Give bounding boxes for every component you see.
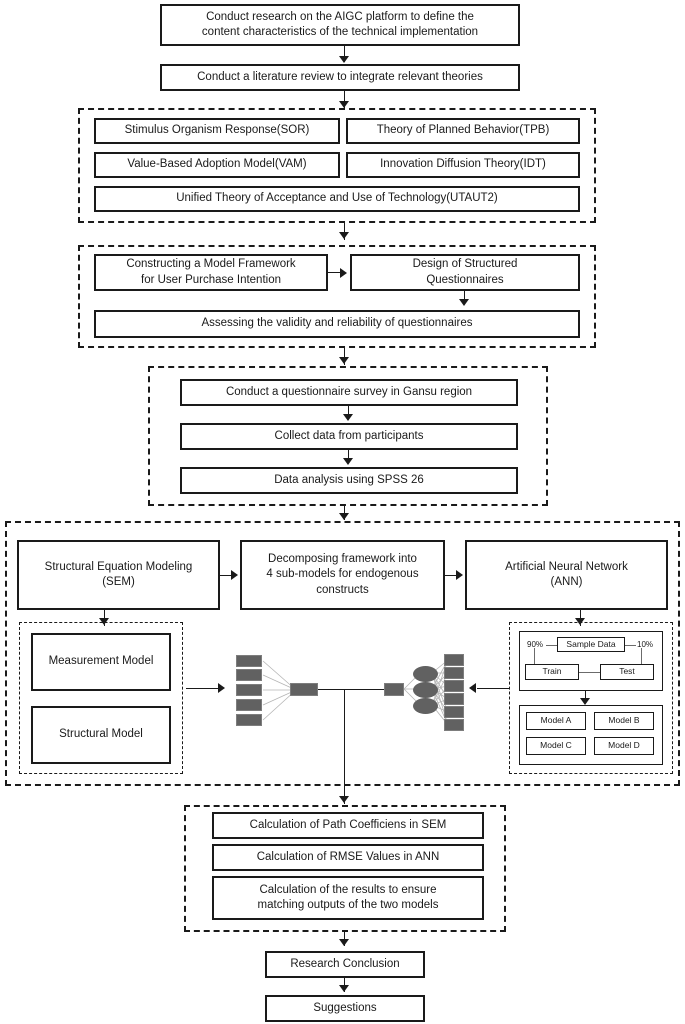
theory-idt: Innovation Diffusion Theory(IDT) [346, 152, 580, 178]
step-conduct-research: Conduct research on the AIGC platform to… [160, 4, 520, 46]
nn-right-output-node [444, 654, 464, 666]
connector-testpct-down [641, 648, 642, 664]
nn-right-output-node [444, 680, 464, 692]
box-test: Test [600, 664, 654, 680]
arrow-theories-design [339, 232, 349, 239]
connector-nn-left-to-junction [318, 689, 345, 690]
box-sem: Structural Equation Modeling (SEM) [17, 540, 220, 610]
arrow-ann-sample [575, 618, 585, 625]
nn-right-hidden-node [413, 682, 438, 698]
connector-theories-design [344, 223, 345, 240]
arrow-survey-analysis [339, 513, 349, 520]
connector-sample-models [585, 691, 586, 703]
theories-group [78, 108, 596, 223]
arrow-collect-analysis [343, 458, 353, 465]
box-research-conclusion: Research Conclusion [265, 951, 425, 978]
arrow-survey-collect [343, 414, 353, 421]
theory-sor: Stimulus Organism Response(SOR) [94, 118, 340, 144]
box-assess-validity: Assessing the validity and reliability o… [94, 310, 580, 338]
connector-step2-theories [344, 91, 345, 109]
ann-detail-group [509, 622, 673, 774]
box-sample-data: Sample Data [557, 637, 625, 652]
survey-group [148, 366, 548, 506]
arrow-sample-models [580, 698, 590, 705]
arrow-annsub-nn [469, 683, 476, 693]
box-path-coefficients: Calculation of Path Coefficiens in SEM [212, 812, 484, 839]
theory-utaut2: Unified Theory of Acceptance and Use of … [94, 186, 580, 212]
arrow-decompose-ann [456, 570, 463, 580]
connector-step1-step2 [344, 46, 345, 62]
results-group [184, 805, 506, 932]
nn-left-output-node [290, 683, 318, 696]
step-literature-review: Conduct a literature review to integrate… [160, 64, 520, 91]
nn-right-output-node [444, 693, 464, 705]
box-measurement-model: Measurement Model [31, 633, 171, 691]
nn-left-input-node [236, 655, 262, 667]
connector-semsub-nn [186, 688, 219, 689]
connector-junction-to-nn-right [344, 689, 384, 690]
nn-right-output-node [444, 667, 464, 679]
box-questionnaire-survey: Conduct a questionnaire survey in Gansu … [180, 379, 518, 406]
arrow-sem-submodels [99, 618, 109, 625]
label-train-percent: 90% [527, 640, 544, 649]
nn-right-output-node [444, 706, 464, 718]
box-suggestions: Suggestions [265, 995, 425, 1022]
connector-sem-decompose [220, 575, 232, 576]
arrow-step2-theories [339, 101, 349, 108]
connector-annsub-nn [477, 688, 509, 689]
box-data-analysis-spss: Data analysis using SPSS 26 [180, 467, 518, 494]
analysis-group [5, 521, 680, 786]
box-model-a: Model A [526, 712, 586, 730]
box-decomposing-framework: Decomposing framework into 4 sub-models … [240, 540, 445, 610]
theory-tpb: Theory of Planned Behavior(TPB) [346, 118, 580, 144]
connector-train-test [579, 672, 600, 673]
connector-design-survey [344, 348, 345, 365]
nn-left-input-node [236, 669, 262, 681]
nn-right-hidden-node [413, 698, 438, 714]
nn-right-hidden-node [413, 666, 438, 682]
connector-questionnaire-validity [464, 291, 465, 304]
box-model-framework: Constructing a Model Framework for User … [94, 254, 328, 291]
connector-analysis-results [344, 689, 345, 804]
box-structured-questionnaires: Design of Structured Questionnaires [350, 254, 580, 291]
nn-right-output-node [444, 719, 464, 731]
box-model-c: Model C [526, 737, 586, 755]
connector-decompose-ann [445, 575, 457, 576]
arrow-framework-questionnaire [340, 268, 347, 278]
box-train: Train [525, 664, 579, 680]
box-ann: Artificial Neural Network (ANN) [465, 540, 668, 610]
arrow-sem-decompose [231, 570, 238, 580]
box-model-d: Model D [594, 737, 654, 755]
model-design-group [78, 245, 596, 348]
connector-trainpct-down [534, 648, 535, 664]
arrow-analysis-results [339, 796, 349, 803]
nn-left-input-node [236, 684, 262, 696]
connector-collect-analysis [348, 450, 349, 462]
arrow-step1-step2 [339, 56, 349, 63]
connector-framework-questionnaire [328, 272, 341, 273]
connector-survey-collect [348, 406, 349, 418]
theory-vam: Value-Based Adoption Model(VAM) [94, 152, 340, 178]
box-model-b: Model B [594, 712, 654, 730]
connector-sample-test-pct [625, 645, 636, 646]
nn-left-input-node [236, 714, 262, 726]
arrow-questionnaire-validity [459, 299, 469, 306]
box-collect-data: Collect data from participants [180, 423, 518, 450]
nn-left-input-node [236, 699, 262, 711]
connector-train-pct-sample [546, 645, 557, 646]
box-structural-model: Structural Model [31, 706, 171, 764]
box-matching-outputs: Calculation of the results to ensure mat… [212, 876, 484, 920]
nn-right-input-node [384, 683, 404, 696]
box-rmse-values: Calculation of RMSE Values in ANN [212, 844, 484, 871]
sem-submodel-group [19, 622, 183, 774]
arrow-design-survey [339, 357, 349, 364]
arrow-semsub-nn [218, 683, 225, 693]
label-test-percent: 10% [637, 640, 654, 649]
arrow-results-conclusion [339, 939, 349, 946]
arrow-conclusion-suggestions [339, 985, 349, 992]
